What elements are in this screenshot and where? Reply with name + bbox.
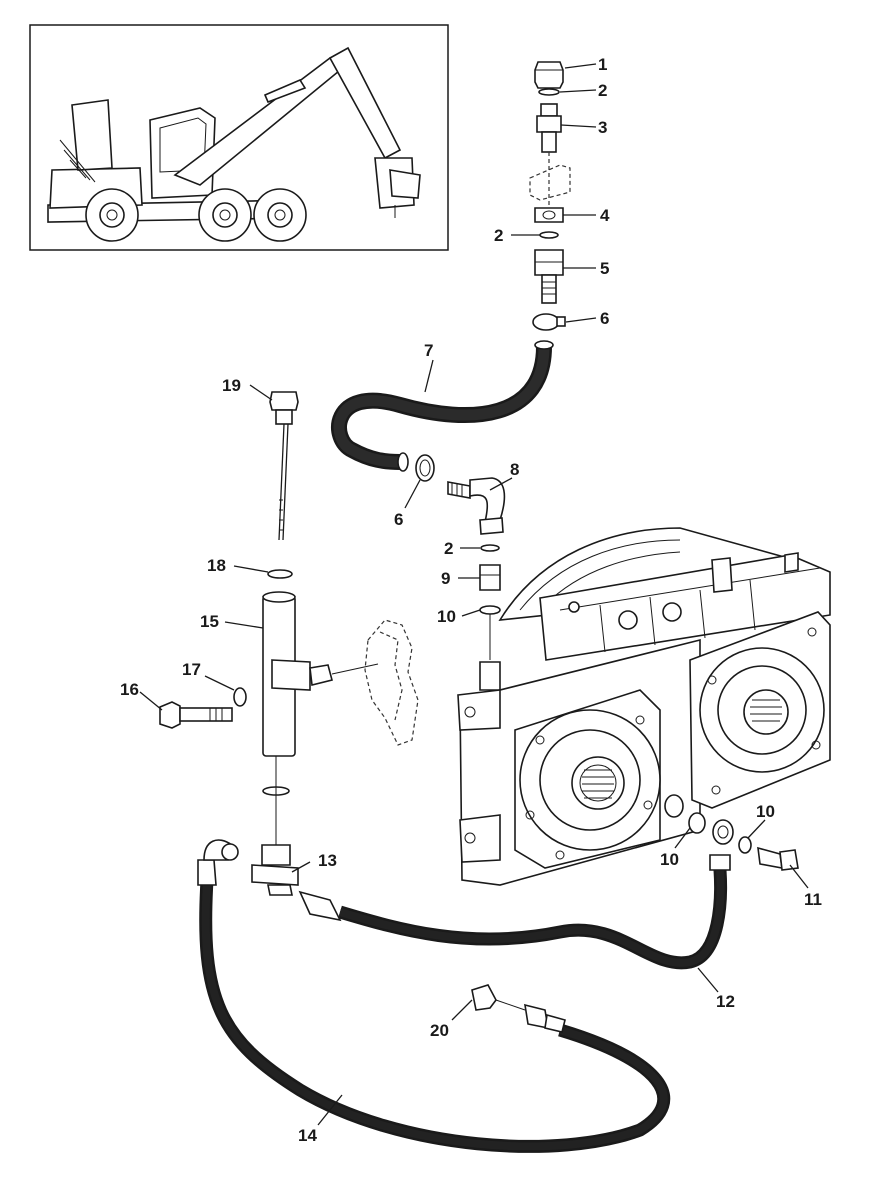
callout-9: 9	[441, 569, 450, 588]
callout-14: 14	[298, 1126, 317, 1145]
machine-inset	[29, 24, 449, 251]
inset-wheel-rear	[253, 188, 307, 242]
vent-fitting-stack	[529, 61, 571, 331]
inset-wheel-mid	[198, 188, 252, 242]
callout-6-top: 6	[600, 309, 609, 328]
gearbox-housing	[457, 527, 831, 886]
callout-10-left: 10	[660, 850, 679, 869]
callout-18: 18	[207, 556, 226, 575]
callout-5: 5	[600, 259, 609, 278]
callout-10-upper: 10	[437, 607, 456, 626]
drain-fittings	[688, 812, 799, 871]
leader-lines	[139, 63, 809, 1126]
callout-13: 13	[318, 851, 337, 870]
callout-2-top: 2	[598, 81, 607, 100]
callout-12: 12	[716, 992, 735, 1011]
callout-6-lower: 6	[394, 510, 403, 529]
callout-labels: 1 2 3 4 2 5 6 7 19 8 6 2 9 10 18 15 17 1…	[120, 55, 822, 1145]
callout-2-mid: 2	[494, 226, 503, 245]
tee-fitting-13	[251, 844, 299, 896]
callout-17: 17	[182, 660, 201, 679]
callout-2-lower: 2	[444, 539, 453, 558]
callout-1: 1	[598, 55, 607, 74]
callout-3: 3	[598, 118, 607, 137]
plug-20	[471, 984, 526, 1011]
hose-7	[331, 340, 554, 472]
callout-19: 19	[222, 376, 241, 395]
hose-12	[298, 854, 731, 970]
callout-7: 7	[424, 341, 433, 360]
inset-wheel-front	[85, 188, 139, 242]
clamp-and-elbow	[415, 454, 506, 535]
callout-4: 4	[600, 206, 610, 225]
elbow-lower-fittings	[479, 544, 501, 691]
callout-15: 15	[200, 612, 219, 631]
dipstick-assembly	[159, 391, 419, 845]
hose-14	[197, 839, 671, 1153]
callout-10-right: 10	[756, 802, 775, 821]
callout-16: 16	[120, 680, 139, 699]
callout-20: 20	[430, 1021, 449, 1040]
callout-11: 11	[804, 890, 822, 909]
callout-8: 8	[510, 460, 519, 479]
